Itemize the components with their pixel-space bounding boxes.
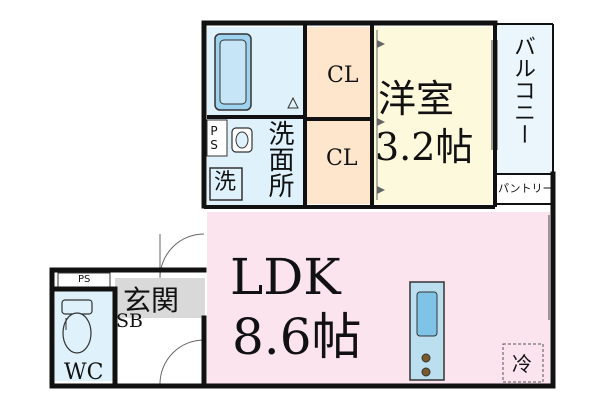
- washroom-label: 洗面所: [264, 120, 294, 198]
- ps-left-label: PS: [207, 124, 221, 152]
- pipe-shaft-left: [206, 119, 228, 157]
- toilet-bowl: [62, 312, 92, 354]
- closet-bottom-label: CL: [326, 146, 358, 171]
- entrance-label: 玄関: [123, 284, 180, 317]
- ldk-room-name: LDK: [230, 248, 341, 306]
- washer-label: 洗: [214, 170, 237, 195]
- ldk-floor: [207, 212, 550, 384]
- entrance-floor: [115, 278, 205, 318]
- stove-burner: [421, 353, 431, 363]
- closet-bottom-floor: [307, 120, 371, 204]
- western-room-size: 3.2帖: [375, 125, 474, 169]
- pantry-label: パントリー: [498, 182, 554, 195]
- fridge-label: 冷: [512, 352, 532, 376]
- ps-top-label: PS: [78, 274, 91, 285]
- stove-burner: [421, 367, 431, 377]
- pantry-floor: [495, 175, 553, 205]
- washer-box: [209, 167, 243, 201]
- western-room-floor: [372, 27, 492, 204]
- ldk-door-swing: [159, 339, 205, 385]
- fridge-space: [502, 343, 544, 383]
- balcony-floor: [497, 24, 553, 174]
- toilet-label: WC: [64, 360, 104, 385]
- closet-top-label: CL: [327, 63, 359, 88]
- balcony-label: バルコニー: [510, 35, 535, 145]
- outer-wall-top: [201, 20, 498, 209]
- kitchen-sink: [416, 291, 438, 337]
- closet-top-floor: [307, 27, 371, 119]
- ldk-room-size: 8.6帖: [232, 308, 362, 366]
- toilet-tank: [61, 299, 93, 315]
- wc-wall: [49, 267, 207, 389]
- western-room-name: 洋室: [378, 77, 455, 121]
- shoebox-label: SB: [116, 310, 143, 332]
